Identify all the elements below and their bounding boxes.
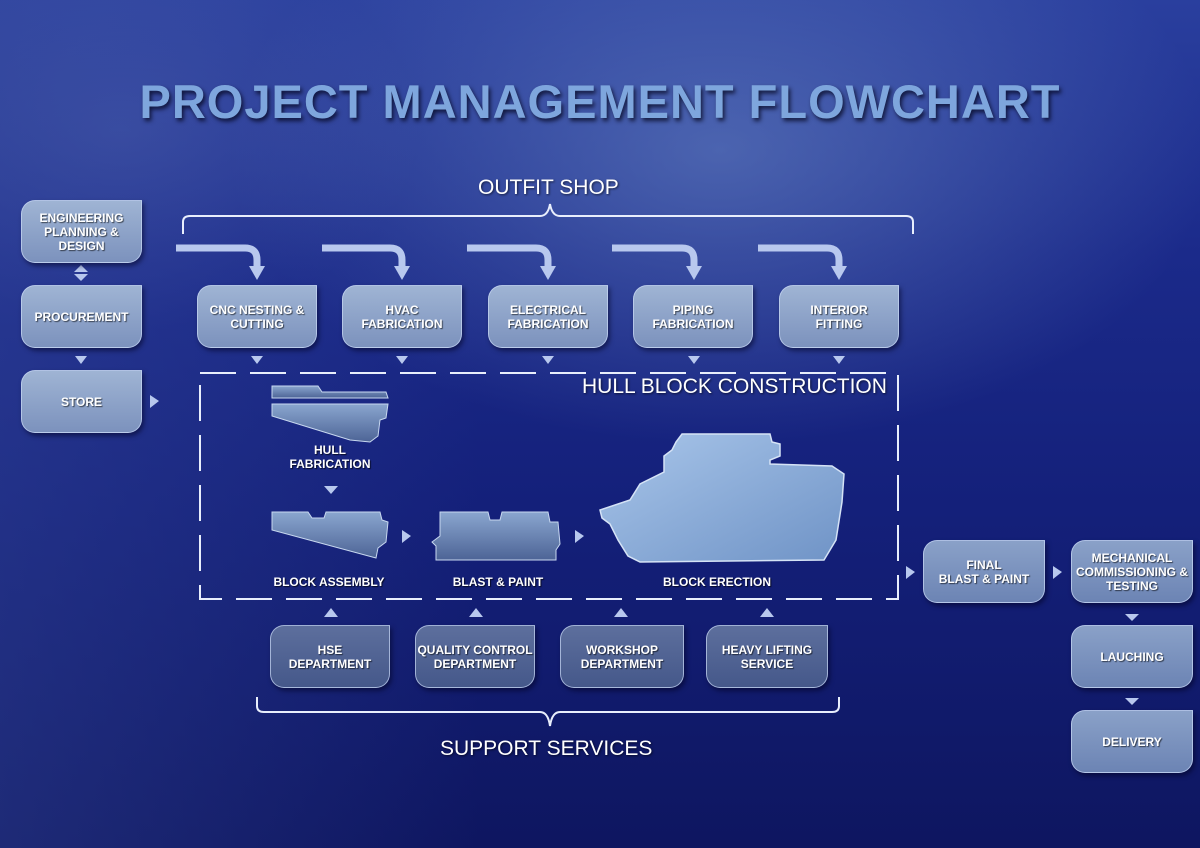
outfit-step-electrical: ELECTRICAL FABRICATION [488,285,608,348]
delivery-box: DELIVERY [1071,710,1193,773]
support-heavy-lifting-box: HEAVY LIFTING SERVICE [706,625,828,688]
outfit-shop-bracket [182,203,914,234]
hull-block-construction-label: HULL BLOCK CONSTRUCTION [582,375,887,398]
launching-box: LAUCHING [1071,625,1193,688]
support-workshop-box: WORKSHOP DEPARTMENT [560,625,684,688]
mechanical-commissioning-box: MECHANICAL COMMISSIONING & TESTING [1071,540,1193,603]
block-assembly-shape [271,511,389,559]
block-erection-shape [599,433,845,563]
outfit-step-piping: PIPING FABRICATION [633,285,753,348]
blast-paint-caption: BLAST & PAINT [452,575,544,589]
curve-arrow-5 [758,244,843,268]
support-hse-box: HSE DEPARTMENT [270,625,390,688]
support-services-label: SUPPORT SERVICES [440,737,653,760]
curve-arrow-3 [467,244,552,268]
curve-arrow-2 [322,244,406,268]
procurement-box: PROCUREMENT [21,285,142,348]
curve-arrow-4 [612,244,698,268]
engineering-planning-design-box: ENGINEERING PLANNING & DESIGN [21,200,142,263]
outfit-step-interior: INTERIOR FITTING [779,285,899,348]
blast-paint-shape [431,511,561,561]
outfit-step-cnc: CNC NESTING & CUTTING [197,285,317,348]
hull-fabrication-shape [271,385,389,443]
hull-fabrication-caption: HULL FABRICATION [289,443,371,471]
page-title: PROJECT MANAGEMENT FLOWCHART [139,75,1061,128]
final-blast-paint-box: FINAL BLAST & PAINT [923,540,1045,603]
support-quality-control-box: QUALITY CONTROL DEPARTMENT [415,625,535,688]
support-services-bracket [256,697,840,727]
curve-arrow-1 [176,244,261,268]
hull-block-frame [199,372,899,600]
block-erection-caption: BLOCK ERECTION [663,575,771,589]
outfit-step-hvac: HVAC FABRICATION [342,285,462,348]
outfit-shop-label: OUTFIT SHOP [478,176,619,199]
block-assembly-caption: BLOCK ASSEMBLY [273,575,385,589]
store-box: STORE [21,370,142,433]
